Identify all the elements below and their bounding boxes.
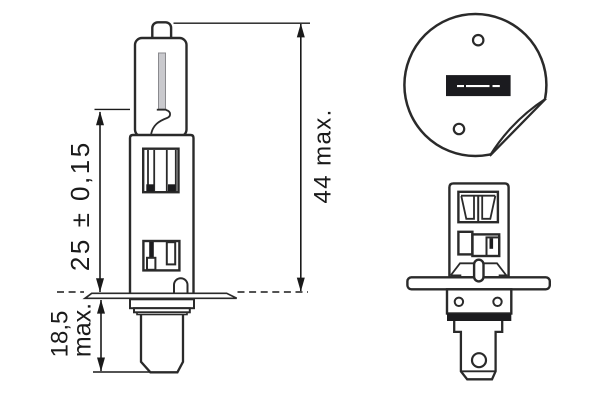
svg-text:44 max.: 44 max. (310, 108, 337, 203)
svg-text:18,5: 18,5 (47, 311, 74, 358)
svg-text:25 ± 0,15: 25 ± 0,15 (65, 140, 95, 271)
svg-text:max.: max. (69, 303, 97, 357)
